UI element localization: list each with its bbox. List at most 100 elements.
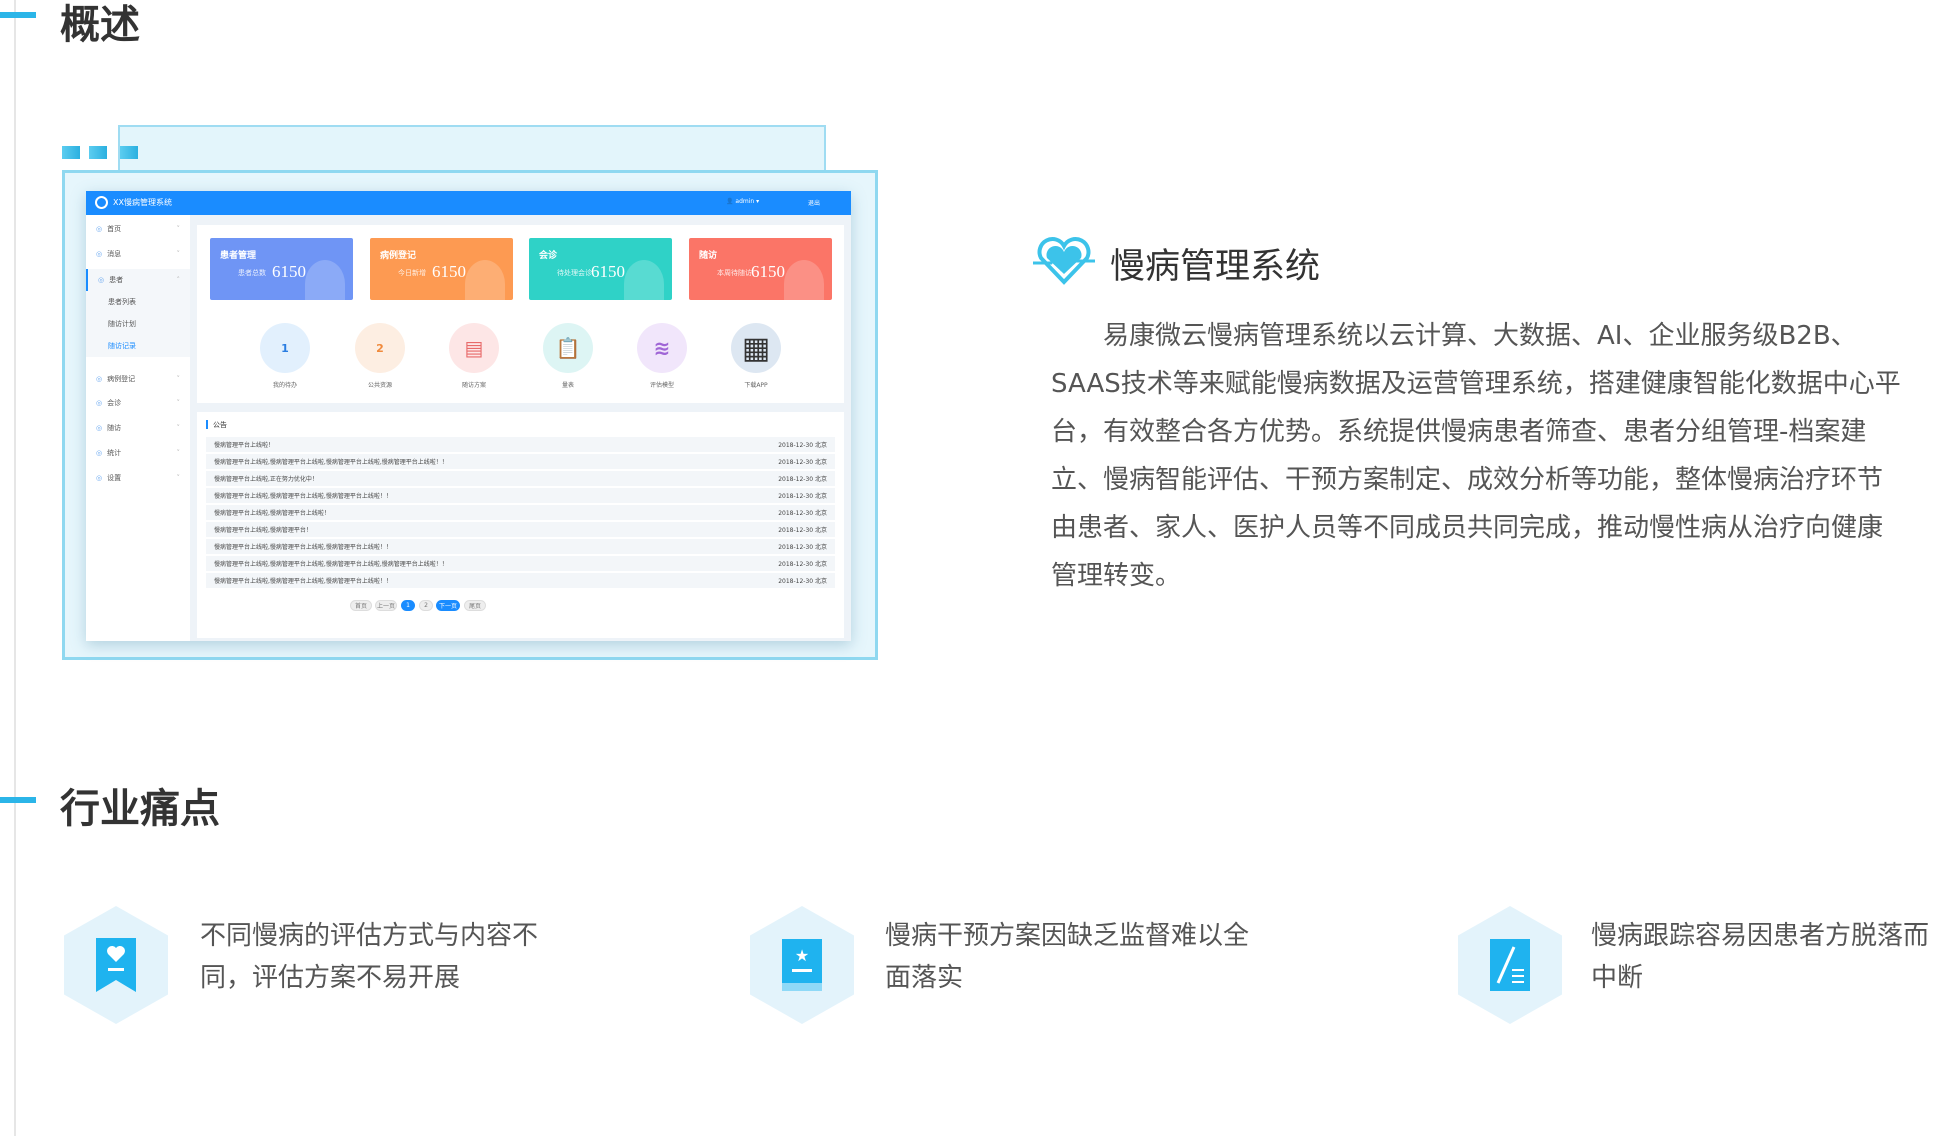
card-decoration-icon [465, 260, 505, 300]
notice-date: 2018-12-30 北京 [778, 510, 827, 517]
description-line: SAAS技术等来赋能慢病数据及运营管理系统，搭建健康智能化数据中心平 [1051, 369, 1901, 399]
notice-text: 慢病管理平台上线啦,慢病管理平台上线啦,慢病管理平台上线啦,慢病管理平台上线啦！… [214, 459, 448, 466]
shortcut-button[interactable]: 2 [355, 323, 405, 373]
notice-row[interactable]: 慢病管理平台上线啦,正在努力优化中！2018-12-30 北京 [206, 471, 835, 486]
card-value: 6150 [751, 262, 785, 281]
shortcut-label: 我的待办 [272, 382, 297, 389]
description-line: 由患者、家人、医护人员等不同成员共同完成，推动慢性病从治疗向健康 [1051, 513, 1884, 543]
sidebar-subitem[interactable]: 随访记录 [86, 335, 190, 357]
menu-icon: ◎ [96, 375, 103, 383]
logout-link[interactable]: 退出 [808, 200, 821, 207]
notice-row[interactable]: 慢病管理平台上线啦,慢病管理平台上线啦！2018-12-30 北京 [206, 505, 835, 520]
notice-marker [206, 420, 208, 429]
shortcut-button[interactable]: 1 [260, 323, 310, 373]
decorative-square [62, 146, 80, 159]
decorative-square [89, 146, 107, 159]
notice-text: 慢病管理平台上线啦,慢病管理平台上线啦,慢病管理平台上线啦,慢病管理平台上线啦！… [214, 561, 448, 568]
shortcut-label: 随访方案 [461, 382, 486, 389]
notice-row[interactable]: 慢病管理平台上线啦,慢病管理平台上线啦,慢病管理平台上线啦,慢病管理平台上线啦！… [206, 556, 835, 571]
notice-text: 慢病管理平台上线啦,慢病管理平台！ [214, 527, 312, 534]
layers-icon[interactable]: ≋ [637, 323, 687, 373]
pagination-button[interactable]: 首页 [350, 600, 372, 611]
document-icon[interactable]: ▤ [449, 323, 499, 373]
notice-row[interactable]: 慢病管理平台上线啦,慢病管理平台上线啦,慢病管理平台上线啦,慢病管理平台上线啦！… [206, 454, 835, 469]
sidebar-subitem[interactable]: 患者列表 [86, 291, 190, 313]
pain-point-line: 面落实 [885, 963, 964, 993]
chevron-icon: ˅ [176, 399, 181, 407]
section-marker [0, 12, 36, 18]
pain-point-line: 不同慢病的评估方式与内容不 [200, 921, 539, 951]
card-value: 6150 [591, 262, 625, 281]
heart-pulse-icon [1033, 237, 1095, 285]
section-title-pain-points: 行业痛点 [60, 786, 220, 832]
sidebar-item[interactable]: ◎设置˅ [86, 467, 190, 489]
menu-icon: ◎ [98, 276, 105, 284]
sidebar-item-label: 首页 [107, 225, 122, 233]
sidebar-item[interactable]: ◎会诊˅ [86, 392, 190, 414]
notice-text: 慢病管理平台上线啦,慢病管理平台上线啦,慢病管理平台上线啦！！ [214, 544, 392, 551]
sidebar-item[interactable]: ◎消息˅ [86, 243, 190, 265]
notice-row[interactable]: 慢病管理平台上线啦,慢病管理平台上线啦,慢病管理平台上线啦！！ 2018-12-3… [206, 539, 835, 554]
notice-row[interactable]: 慢病管理平台上线啦,慢病管理平台上线啦,慢病管理平台上线啦！！2018-12-3… [206, 573, 835, 588]
notice-text: 慢病管理平台上线啦,慢病管理平台上线啦,慢病管理平台上线啦！！ [214, 578, 392, 585]
menu-icon: ◎ [96, 424, 103, 432]
notice-title: 公告 [213, 421, 227, 429]
chevron-icon: ˅ [176, 375, 181, 383]
sidebar-item[interactable]: ◎首页˅ [86, 218, 190, 240]
product-description: 易康微云慢病管理系统以云计算、大数据、AI、企业服务级B2B、 SAAS技术等来… [1051, 312, 1960, 600]
dashboard-screenshot: XX慢病管理系统 👤 admin ▾ 退出 ◎首页˅◎消息˅◎患者˄◎病例登记˅… [86, 191, 851, 641]
sidebar-item-label: 随访 [107, 424, 122, 432]
sidebar-item[interactable]: ◎随访˅ [86, 417, 190, 439]
pain-point-text: 慢病干预方案因缺乏监督难以全 面落实 [885, 915, 1249, 999]
card-subtitle: 待处理会诊 [557, 269, 592, 277]
chevron-icon: ˅ [176, 225, 181, 233]
shortcut-label: 下载APP [744, 382, 768, 389]
pagination-button[interactable]: 尾页 [464, 600, 486, 611]
card-value: 6150 [432, 262, 466, 281]
pagination-button[interactable]: 2 [419, 600, 433, 611]
notice-row[interactable]: 慢病管理平台上线啦！2018-12-30 北京 [206, 437, 835, 452]
pagination-button[interactable]: 1 [401, 600, 415, 611]
app-header: XX慢病管理系统 👤 admin ▾ 退出 [86, 191, 851, 215]
card-value: 6150 [272, 262, 306, 281]
qr-code-icon[interactable]: ▦ [731, 323, 781, 373]
edit-document-icon [1490, 939, 1530, 991]
chevron-icon: ˄ [176, 276, 181, 284]
pain-point-text: 慢病跟踪容易因患者方脱落而 中断 [1591, 915, 1929, 999]
notice-row[interactable]: 慢病管理平台上线啦,慢病管理平台上线啦,慢病管理平台上线啦！！2018-12-3… [206, 488, 835, 503]
sidebar-item[interactable]: ◎患者˄ [86, 269, 190, 291]
sidebar-subitem[interactable]: 随访计划 [86, 313, 190, 335]
shortcut-label: 公共资源 [367, 382, 392, 389]
sidebar-item[interactable]: ◎病例登记˅ [86, 368, 190, 390]
pain-point-line: 慢病干预方案因缺乏监督难以全 [885, 921, 1250, 951]
card-title: 病例登记 [380, 251, 417, 261]
sidebar-item[interactable]: ◎统计˅ [86, 442, 190, 464]
pagination-button[interactable]: 上一页 [375, 600, 397, 611]
card-title: 随访 [699, 251, 718, 261]
shortcut-label: 评估模型 [649, 382, 674, 389]
decorative-square [120, 146, 138, 159]
pain-point-line: 中断 [1591, 963, 1644, 993]
card-decoration-icon [784, 260, 824, 300]
notice-row[interactable]: 慢病管理平台上线啦,慢病管理平台！ 2018-12-30 北京 [206, 522, 835, 537]
user-menu[interactable]: 👤 admin ▾ [726, 198, 760, 205]
notice-date: 2018-12-30 北京 [778, 544, 827, 551]
sidebar-item-label: 会诊 [107, 399, 122, 407]
clipboard-icon[interactable]: 📋 [543, 323, 593, 373]
notice-date: 2018-12-30 北京 [778, 561, 827, 568]
description-line: 易康微云慢病管理系统以云计算、大数据、AI、企业服务级B2B、 [1051, 321, 1857, 351]
chevron-icon: ˅ [176, 474, 181, 482]
user-name: admin [735, 198, 755, 205]
app-title: XX慢病管理系统 [113, 198, 172, 207]
card-subtitle: 患者总数 [238, 269, 266, 277]
pain-point-icon-container [64, 906, 168, 1024]
chevron-icon: ˅ [176, 250, 181, 258]
card-subtitle: 本周待随访 [717, 269, 752, 277]
notice-date: 2018-12-30 北京 [778, 493, 827, 500]
pagination-button[interactable]: 下一页 [436, 600, 460, 611]
notice-date: 2018-12-30 北京 [778, 527, 827, 534]
